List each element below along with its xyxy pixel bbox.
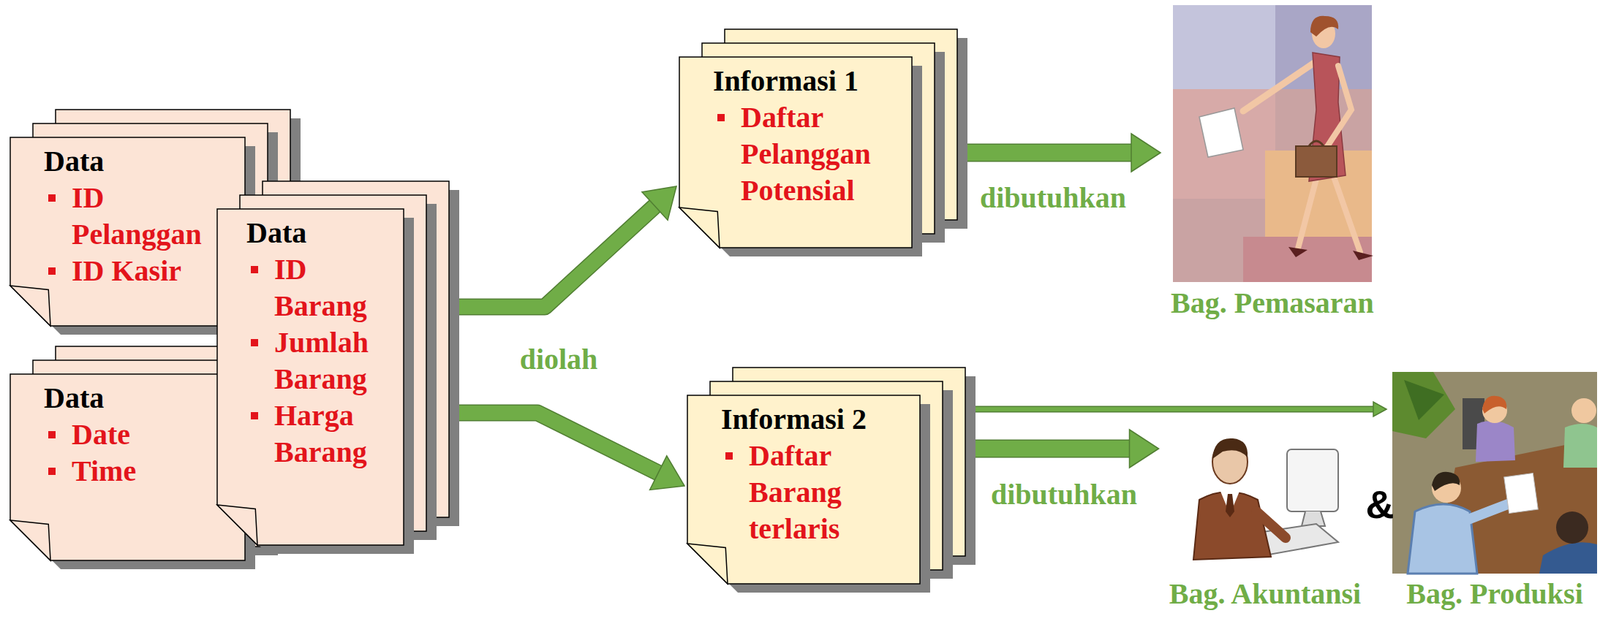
sheet-fold — [10, 520, 51, 561]
woman-hair — [1482, 396, 1507, 414]
list-item: Date — [43, 416, 231, 454]
arrow-outline — [919, 406, 1375, 414]
sheet-page — [679, 57, 912, 248]
woman-legs — [1297, 179, 1361, 253]
sheet-heading: Informasi 2 — [721, 401, 913, 439]
sheet-heading: Data — [43, 380, 231, 417]
document-stack: DataDateTime — [10, 374, 245, 561]
department-caption: Bag. Produksi — [1406, 577, 1584, 612]
sheet-page — [687, 395, 920, 585]
sheet-heading: Data — [246, 214, 398, 252]
man-hair — [1431, 472, 1460, 492]
woman-body — [1475, 421, 1516, 463]
man-suit — [1193, 492, 1271, 561]
sheet-fold — [687, 544, 728, 585]
person-body — [1539, 542, 1598, 575]
arrow-head — [642, 186, 677, 221]
list-item: ID Barang — [246, 251, 398, 325]
plant-leaves — [1392, 372, 1456, 439]
monitor — [1287, 449, 1339, 512]
paper-sheet — [1504, 473, 1539, 514]
arrow-head — [650, 456, 685, 491]
edge-label: dibutuhkan — [990, 477, 1138, 512]
sheet-fold — [217, 505, 258, 546]
production-picture — [1392, 372, 1598, 575]
department-picture: Bag. Produksi — [1392, 372, 1598, 612]
list-item: Daftar Pelanggan Potensial — [712, 99, 905, 210]
document-stack: Informasi 2Daftar Barang terlaris — [687, 395, 920, 585]
accounting-picture — [1193, 438, 1339, 561]
sheet-page — [217, 209, 404, 546]
list-item: Time — [43, 453, 231, 490]
arrow-body — [919, 407, 1375, 412]
briefcase-handle — [1308, 141, 1324, 147]
list-item: ID Pelanggan — [43, 179, 213, 254]
edge-label: dibutuhkan — [979, 180, 1127, 215]
process-label: diolah — [519, 342, 599, 377]
person-head — [1556, 511, 1589, 545]
picture-ground — [1392, 372, 1598, 575]
marketing-picture — [1172, 5, 1374, 283]
man-arm — [1256, 511, 1286, 539]
flow-arrow — [919, 402, 1387, 417]
document-stack: Informasi 1Daftar Pelanggan Potensial — [679, 57, 912, 248]
man-arm — [1466, 504, 1508, 521]
department-picture: Bag. Akuntansi — [1164, 428, 1366, 612]
list-item: Daftar Barang terlaris — [721, 438, 913, 548]
woman-arm — [1325, 65, 1352, 150]
department-caption: Bag. Pemasaran — [1170, 286, 1375, 321]
document-stack: DataID BarangJumlah BarangHarga Barang — [217, 209, 404, 546]
woman-hair — [1310, 16, 1339, 37]
sheet-page — [10, 374, 245, 561]
sheet-heading: Data — [43, 143, 213, 180]
plant-leaves — [1404, 380, 1445, 421]
person-body — [1563, 424, 1598, 469]
list-item: Jumlah Barang — [246, 324, 398, 398]
arrow-head — [1129, 429, 1160, 469]
department-caption: Bag. Akuntansi — [1169, 577, 1361, 612]
picture-ground — [1172, 5, 1276, 90]
picture-ground — [1172, 5, 1372, 283]
ampersand-label: & — [1365, 481, 1395, 528]
picture-ground — [1243, 236, 1372, 283]
man-tie — [1225, 494, 1235, 518]
sheet-heading: Informasi 1 — [712, 62, 905, 100]
sheet-fold — [679, 207, 720, 248]
department-picture: Bag. Pemasaran — [1166, 5, 1379, 321]
sheet-fold — [10, 285, 51, 327]
arrow-head — [1373, 402, 1387, 417]
list-item: Harga Barang — [246, 397, 398, 471]
man-hair — [1212, 438, 1248, 460]
woman-arm — [1243, 62, 1315, 112]
picture-ground — [1172, 89, 1276, 199]
sheet-page — [10, 137, 245, 327]
briefcase — [1295, 146, 1337, 177]
arrow-head — [1131, 133, 1161, 172]
paper-sheet — [1199, 108, 1244, 158]
person-head — [1571, 398, 1597, 424]
document-stack: DataID PelangganID Kasir — [10, 137, 245, 327]
list-item: ID Kasir — [43, 253, 213, 290]
woman-shoes — [1288, 247, 1374, 261]
